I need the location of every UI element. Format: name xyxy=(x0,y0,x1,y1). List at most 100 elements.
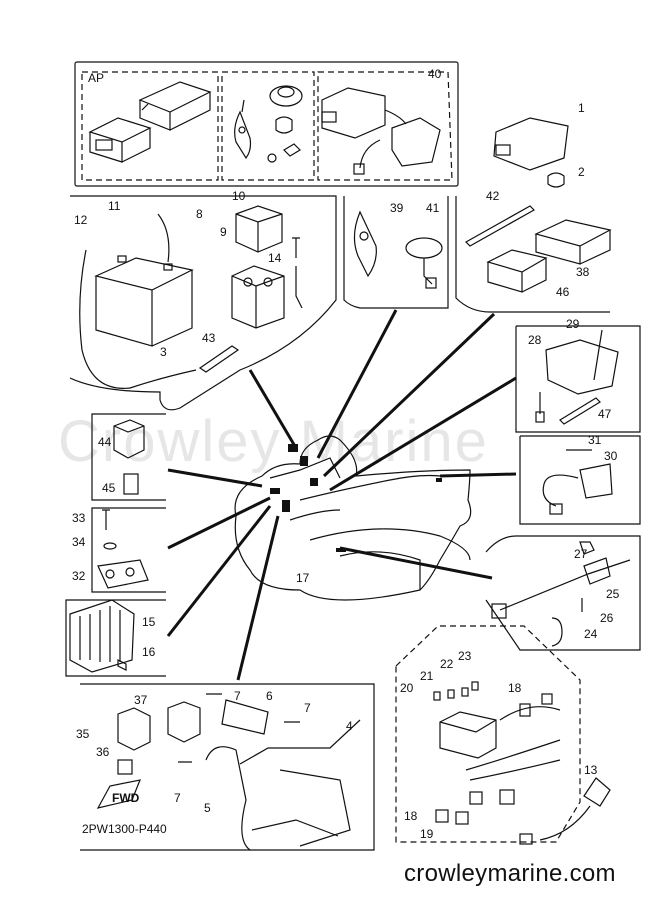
callout-43: 43 xyxy=(202,331,216,345)
ap-sub-frame-2 xyxy=(221,71,315,181)
callout-39: 39 xyxy=(390,201,404,215)
callout-40: 40 xyxy=(428,67,442,81)
callout-44: 44 xyxy=(98,435,112,449)
part-lead-wire xyxy=(491,541,631,647)
right-frame-28 xyxy=(515,325,641,433)
callout-29: 29 xyxy=(566,317,580,331)
callout-28: 28 xyxy=(528,333,542,347)
part-rectifier-mount xyxy=(97,509,149,589)
battery-group-frame xyxy=(69,195,337,411)
callout-31: 31 xyxy=(588,433,602,447)
ap-cdi-unit xyxy=(321,87,441,175)
fuse-box-frame xyxy=(395,625,581,843)
callout-24: 24 xyxy=(584,627,598,641)
ap-control-box xyxy=(88,117,152,163)
callout-18a: 18 xyxy=(508,681,522,695)
callout-46: 46 xyxy=(556,285,570,299)
callout-41: 41 xyxy=(426,201,440,215)
part-sub-module xyxy=(486,249,548,293)
callout-33: 33 xyxy=(72,511,86,525)
module-group-frame xyxy=(455,196,610,313)
callout-7c: 7 xyxy=(174,791,181,805)
callout-4: 4 xyxy=(346,719,353,733)
part-ignition-key xyxy=(353,210,377,278)
callout-35: 35 xyxy=(76,727,90,741)
callout-15: 15 xyxy=(142,615,156,629)
callout-47: 47 xyxy=(598,407,612,421)
callout-12: 12 xyxy=(74,213,88,227)
motor-outline xyxy=(234,435,472,601)
part-horn xyxy=(535,329,619,425)
callout-34: 34 xyxy=(72,535,86,549)
right-frame-25 xyxy=(485,535,641,651)
right-frame-30 xyxy=(519,435,641,525)
callout-7a: 7 xyxy=(234,689,241,703)
callout-9: 9 xyxy=(220,225,227,239)
left-frame-44 xyxy=(91,413,166,501)
fwd-label: FWD xyxy=(112,791,140,805)
callout-21: 21 xyxy=(420,669,434,683)
ap-key xyxy=(234,99,252,160)
ap-sub-frame-3 xyxy=(317,71,453,181)
ap-sub-frame-1 xyxy=(81,71,219,181)
callout-32: 32 xyxy=(72,569,86,583)
part-cable-tie xyxy=(198,345,240,373)
callout-38: 38 xyxy=(576,265,590,279)
ap-kit-frame xyxy=(74,61,459,187)
callout-10: 10 xyxy=(232,189,246,203)
callout-22: 22 xyxy=(440,657,454,671)
callout-27: 27 xyxy=(574,547,588,561)
ap-ecu-module xyxy=(138,81,212,131)
callout-20: 20 xyxy=(400,681,414,695)
callout-42: 42 xyxy=(486,189,500,203)
part-relay-36 xyxy=(117,707,151,775)
battery-cable xyxy=(79,249,197,389)
callout-26: 26 xyxy=(600,611,614,625)
callout-13: 13 xyxy=(584,763,598,777)
part-relay xyxy=(235,205,283,253)
part-harness-13 xyxy=(519,777,611,845)
part-battery xyxy=(94,255,194,347)
part-fwd-arrow xyxy=(96,779,141,809)
part-relay-unit xyxy=(113,419,145,495)
left-frame-32 xyxy=(91,507,166,593)
website-label: crowleymarine.com xyxy=(404,860,616,887)
callout-37: 37 xyxy=(134,693,148,707)
diagram-code: 2PW1300-P440 xyxy=(82,822,167,836)
callout-30: 30 xyxy=(604,449,618,463)
callout-5: 5 xyxy=(204,801,211,815)
part-ecu xyxy=(493,117,569,188)
callout-11: 11 xyxy=(108,199,121,213)
callout-16: 16 xyxy=(142,645,156,659)
callout-23: 23 xyxy=(458,649,472,663)
bottom-group-frame xyxy=(80,683,375,851)
callout-3: 3 xyxy=(160,345,167,359)
part-sensor xyxy=(542,449,613,515)
part-lock-assembly xyxy=(405,237,443,289)
callout-18b: 18 xyxy=(404,809,418,823)
part-relay-37 xyxy=(167,701,201,743)
callout-45: 45 xyxy=(102,481,116,495)
callout-7b: 7 xyxy=(304,701,311,715)
callout-2: 2 xyxy=(578,165,585,179)
callout-6: 6 xyxy=(266,689,273,703)
callout-17: 17 xyxy=(296,571,310,585)
left-frame-15 xyxy=(65,599,166,677)
part-bracket xyxy=(178,693,361,851)
part-control-module xyxy=(534,219,612,265)
part-starter-relay xyxy=(231,265,285,329)
part-regulator xyxy=(69,599,135,673)
part-fuse-box xyxy=(433,681,561,825)
callout-8: 8 xyxy=(196,207,203,221)
battery-cable-2 xyxy=(157,213,170,263)
callout-14: 14 xyxy=(268,251,282,265)
callout-1: 1 xyxy=(578,101,585,115)
part-bolt xyxy=(292,237,303,309)
callout-25: 25 xyxy=(606,587,620,601)
part-tie-band xyxy=(465,205,535,247)
callout-36: 36 xyxy=(96,745,110,759)
ap-lock-cylinder xyxy=(267,85,303,163)
kit-label: AP xyxy=(88,71,104,85)
